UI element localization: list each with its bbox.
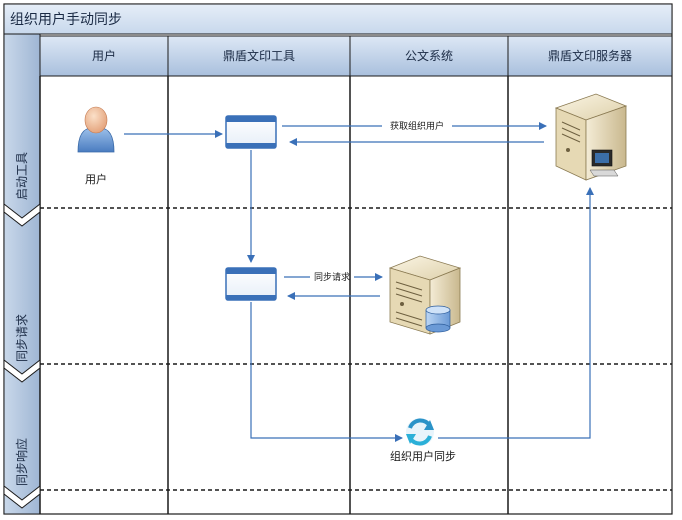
phase-label-request: 同步请求 — [15, 314, 29, 362]
edge-label-fetch-users: 获取组织用户 — [390, 120, 444, 132]
phase-chevrons — [3, 202, 41, 509]
edge-label-sync-request: 同步请求 — [314, 271, 350, 283]
lane-separators — [39, 76, 509, 514]
phase-label-start: 启动工具 — [15, 152, 29, 200]
lane-label-server: 鼎盾文印服务器 — [548, 48, 632, 63]
diagram-frame — [3, 3, 673, 515]
phase-label-response: 同步响应 — [14, 438, 29, 486]
lane-header-server — [507, 35, 673, 77]
edge-sync-to-server — [438, 187, 594, 439]
title-bar — [3, 3, 673, 35]
lane-label-doc: 公文系统 — [405, 48, 453, 63]
lane-label-user: 用户 — [92, 48, 116, 63]
lane-label-tool: 鼎盾文印工具 — [223, 48, 295, 63]
sync-icon — [406, 418, 434, 446]
user-label: 用户 — [85, 172, 107, 186]
edges — [124, 122, 594, 442]
phase-dividers — [40, 207, 672, 491]
sync-label: 组织用户同步 — [390, 449, 456, 463]
diagram-title: 组织用户手动同步 — [10, 11, 122, 28]
lane-header-doc — [349, 35, 509, 77]
phase-column — [3, 33, 41, 515]
user-person-icon — [77, 106, 115, 153]
edge-tool-to-sync — [250, 302, 403, 442]
doc-system-server-icon — [388, 255, 462, 335]
lane-header-tool — [167, 35, 351, 77]
tool-window-icon — [225, 115, 277, 149]
lane-headers: 用户 鼎盾文印工具 公文系统 鼎盾文印服务器 — [39, 35, 673, 77]
print-server-icon — [554, 93, 628, 181]
tool-window-icon — [225, 267, 277, 301]
